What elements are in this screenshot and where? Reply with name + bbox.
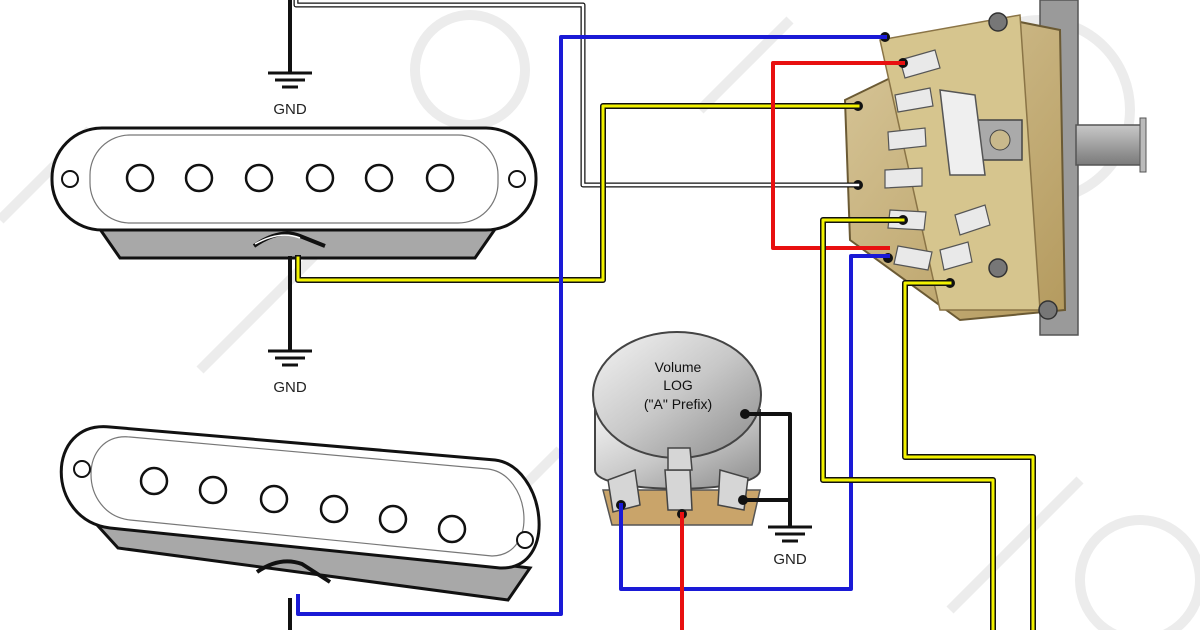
gnd-label-top: GND [273, 101, 307, 118]
pot-label-line1: Volume [655, 359, 702, 375]
volume-pot: Volume LOG ("A" Prefix) [592, 331, 762, 526]
ground-symbol-neck [268, 349, 312, 367]
red-wire-switch [771, 61, 905, 250]
blue-wire-middle [296, 35, 887, 616]
yellow-wire-neck [295, 103, 861, 283]
neck-pickup [50, 126, 538, 260]
gnd-label-pot: GND [773, 551, 807, 568]
yellow-wire-switch-b [902, 280, 1036, 630]
blue-wire-pot [619, 254, 890, 591]
yellow-wire-switch-a [820, 217, 996, 630]
pot-label-line2: LOG [663, 377, 693, 393]
middle-pickup [59, 425, 541, 602]
gnd-label-neck: GND [273, 379, 307, 396]
five-way-switch [843, 0, 1147, 336]
ground-lead-pot [743, 412, 792, 527]
pot-label-line3: ("A" Prefix) [644, 396, 712, 412]
ground-symbol-pot [768, 525, 812, 543]
ground-symbol-top [268, 71, 312, 89]
wires [288, 0, 1036, 630]
white-wire [293, 0, 861, 188]
